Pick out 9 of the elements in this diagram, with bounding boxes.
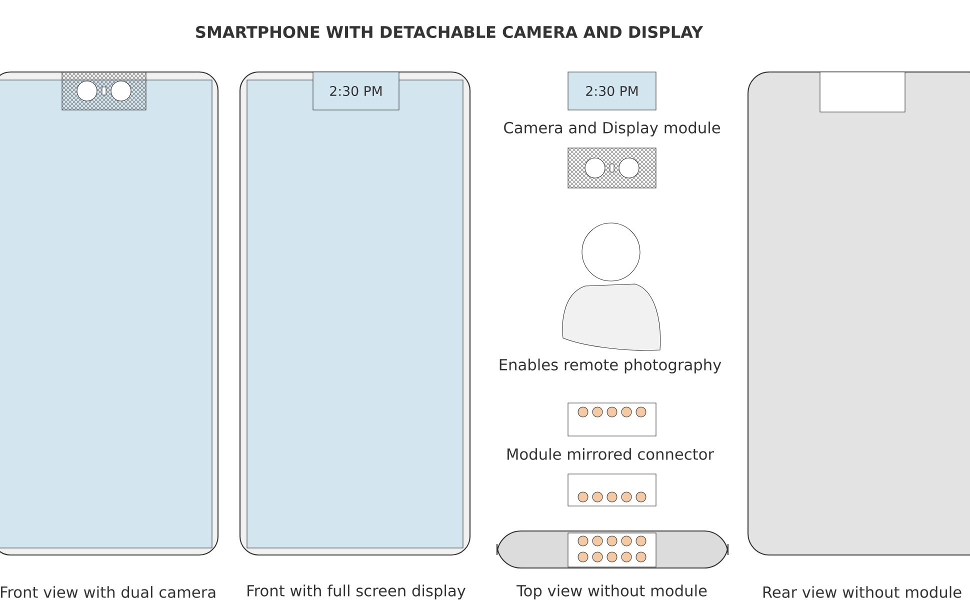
caption: Enables remote photography (500, 358, 722, 374)
caption: Module mirrored connector (508, 448, 714, 460)
caption: Front with full screen display (248, 584, 466, 600)
title: SMARTPHONE WITH DETACHABLE CAMERA AND DISPLAY (196, 26, 704, 38)
caption: Front view with dual camera (0, 586, 216, 598)
caption: Rear view without module (763, 586, 962, 598)
caption: Top view without module (516, 584, 707, 600)
display-module: 2:30 PM (568, 72, 656, 110)
display-module: 2:30 PM (312, 72, 400, 110)
